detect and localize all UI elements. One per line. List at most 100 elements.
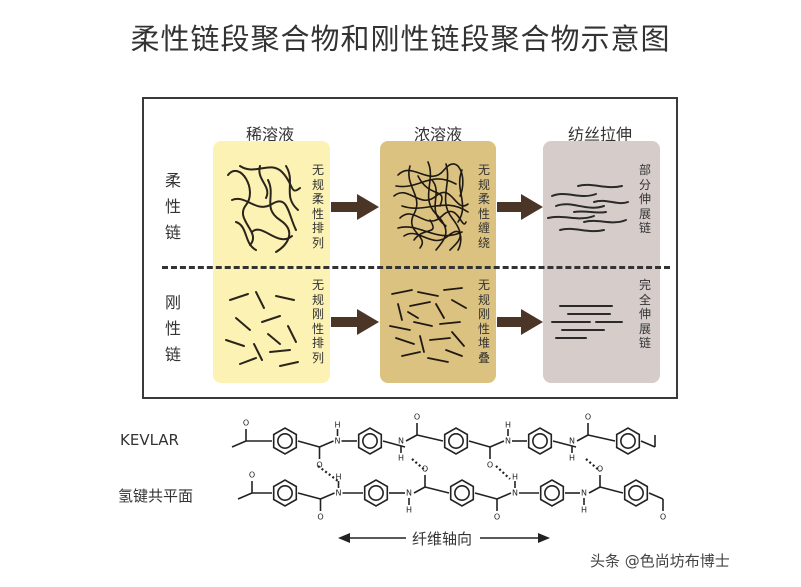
atom-oxygen: O — [243, 419, 249, 428]
flexible-dilute-chains — [227, 165, 301, 253]
atom-nitrogen: N — [569, 437, 575, 446]
benzene-ring — [449, 479, 475, 507]
descriptor-flexible-dilute: 无规柔性排列 — [311, 163, 324, 250]
atom-oxygen: O — [317, 513, 323, 522]
flexible-concentrated-chains — [393, 161, 469, 251]
end-bond — [231, 440, 247, 448]
benzene-ring — [272, 479, 298, 507]
end-bond — [237, 492, 253, 500]
aromatic-circle — [628, 485, 644, 501]
flexible-spinning-chains — [547, 183, 629, 233]
hydrogen-bond — [585, 458, 601, 472]
arrow-flexible-2 — [497, 194, 543, 220]
atom-nitrogen: N — [505, 437, 511, 446]
panel-spinning — [543, 141, 660, 383]
hydrogen-bond — [411, 458, 427, 472]
bond — [489, 440, 505, 448]
atom-hydrogen: H — [512, 473, 518, 482]
aromatic-circle — [620, 433, 636, 449]
atom-hydrogen: H — [581, 506, 587, 515]
atom-hydrogen: H — [334, 421, 340, 430]
bond — [416, 434, 444, 442]
benzene-ring — [527, 427, 553, 455]
atom-nitrogen: N — [335, 437, 341, 446]
atom-oxygen: O — [585, 413, 591, 422]
arrow-rigid-2 — [497, 309, 543, 335]
atom-hydrogen: H — [398, 454, 404, 463]
bond — [599, 486, 624, 494]
end-bond — [648, 492, 664, 500]
atom-nitrogen: N — [398, 437, 404, 446]
atom-hydrogen: H — [505, 421, 511, 430]
bond — [320, 492, 335, 500]
descriptor-rigid-concentrated: 无规刚性堆叠 — [477, 278, 490, 365]
bond — [424, 486, 450, 494]
arrow-flexible-1 — [331, 194, 379, 220]
rigid-concentrated-chains — [389, 287, 467, 363]
bond — [405, 434, 418, 442]
row-label-flexible: 柔性链 — [164, 171, 181, 242]
row-label-rigid: 刚性链 — [164, 293, 181, 364]
hydrogen-bond — [495, 465, 511, 480]
benzene-ring — [623, 479, 649, 507]
fiber-axis-label: 纤维轴向 — [412, 530, 473, 548]
atom-oxygen: O — [597, 465, 603, 474]
benzene-ring — [539, 479, 565, 507]
benzene-ring — [357, 427, 383, 455]
aromatic-circle — [277, 485, 293, 501]
atom-oxygen: O — [487, 461, 493, 470]
atom-oxygen: O — [660, 513, 666, 522]
atom-nitrogen: N — [581, 489, 587, 498]
benzene-ring — [363, 479, 389, 507]
arrow-rigid-1 — [331, 309, 379, 335]
column-header-concentrated: 浓溶液 — [413, 125, 462, 144]
bond — [496, 492, 512, 500]
bond — [319, 440, 334, 448]
rigid-spinning-chains — [551, 305, 623, 339]
kevlar-structure — [231, 423, 664, 511]
hbond-label: 氢键共平面 — [118, 487, 194, 505]
bond — [588, 486, 601, 494]
descriptor-rigid-dilute: 无规刚性排列 — [311, 278, 324, 365]
bond — [576, 434, 589, 442]
descriptor-flexible-spinning: 部分伸展链 — [638, 163, 651, 235]
atom-hydrogen: H — [569, 454, 575, 463]
atom-oxygen: O — [422, 465, 428, 474]
diagram-frame — [142, 97, 678, 399]
aromatic-circle — [454, 485, 470, 501]
aromatic-circle — [544, 485, 560, 501]
bond — [587, 434, 616, 442]
end-bond — [640, 440, 656, 448]
column-header-dilute: 稀溶液 — [245, 125, 294, 144]
bond — [413, 486, 426, 494]
bond — [297, 492, 321, 500]
kevlar-label: KEVLAR — [120, 431, 179, 449]
watermark: 头条 @色尚坊布博士 — [590, 552, 730, 570]
rigid-dilute-chains — [225, 291, 299, 367]
aromatic-circle — [368, 485, 384, 501]
atom-nitrogen: N — [336, 489, 342, 498]
fiber-axis-arrow — [338, 533, 550, 543]
panel-concentrated — [380, 141, 496, 383]
aromatic-circle — [532, 433, 548, 449]
process-arrows — [331, 194, 543, 335]
bond — [297, 440, 320, 448]
aromatic-circle — [362, 433, 378, 449]
benzene-ring — [443, 427, 469, 455]
atom-oxygen: O — [414, 413, 420, 422]
atom-oxygen: O — [249, 471, 255, 480]
atom-oxygen: O — [494, 513, 500, 522]
aromatic-circle — [448, 433, 464, 449]
atom-oxygen: O — [316, 461, 322, 470]
benzene-ring — [615, 427, 641, 455]
benzene-ring — [272, 427, 298, 455]
atom-hydrogen: H — [406, 506, 412, 515]
bond — [474, 492, 498, 500]
atom-hydrogen: H — [335, 473, 341, 482]
aromatic-circle — [277, 433, 293, 449]
bond — [468, 440, 491, 448]
atom-nitrogen: N — [406, 489, 412, 498]
descriptor-flexible-concentrated: 无规柔性缠绕 — [477, 163, 490, 250]
